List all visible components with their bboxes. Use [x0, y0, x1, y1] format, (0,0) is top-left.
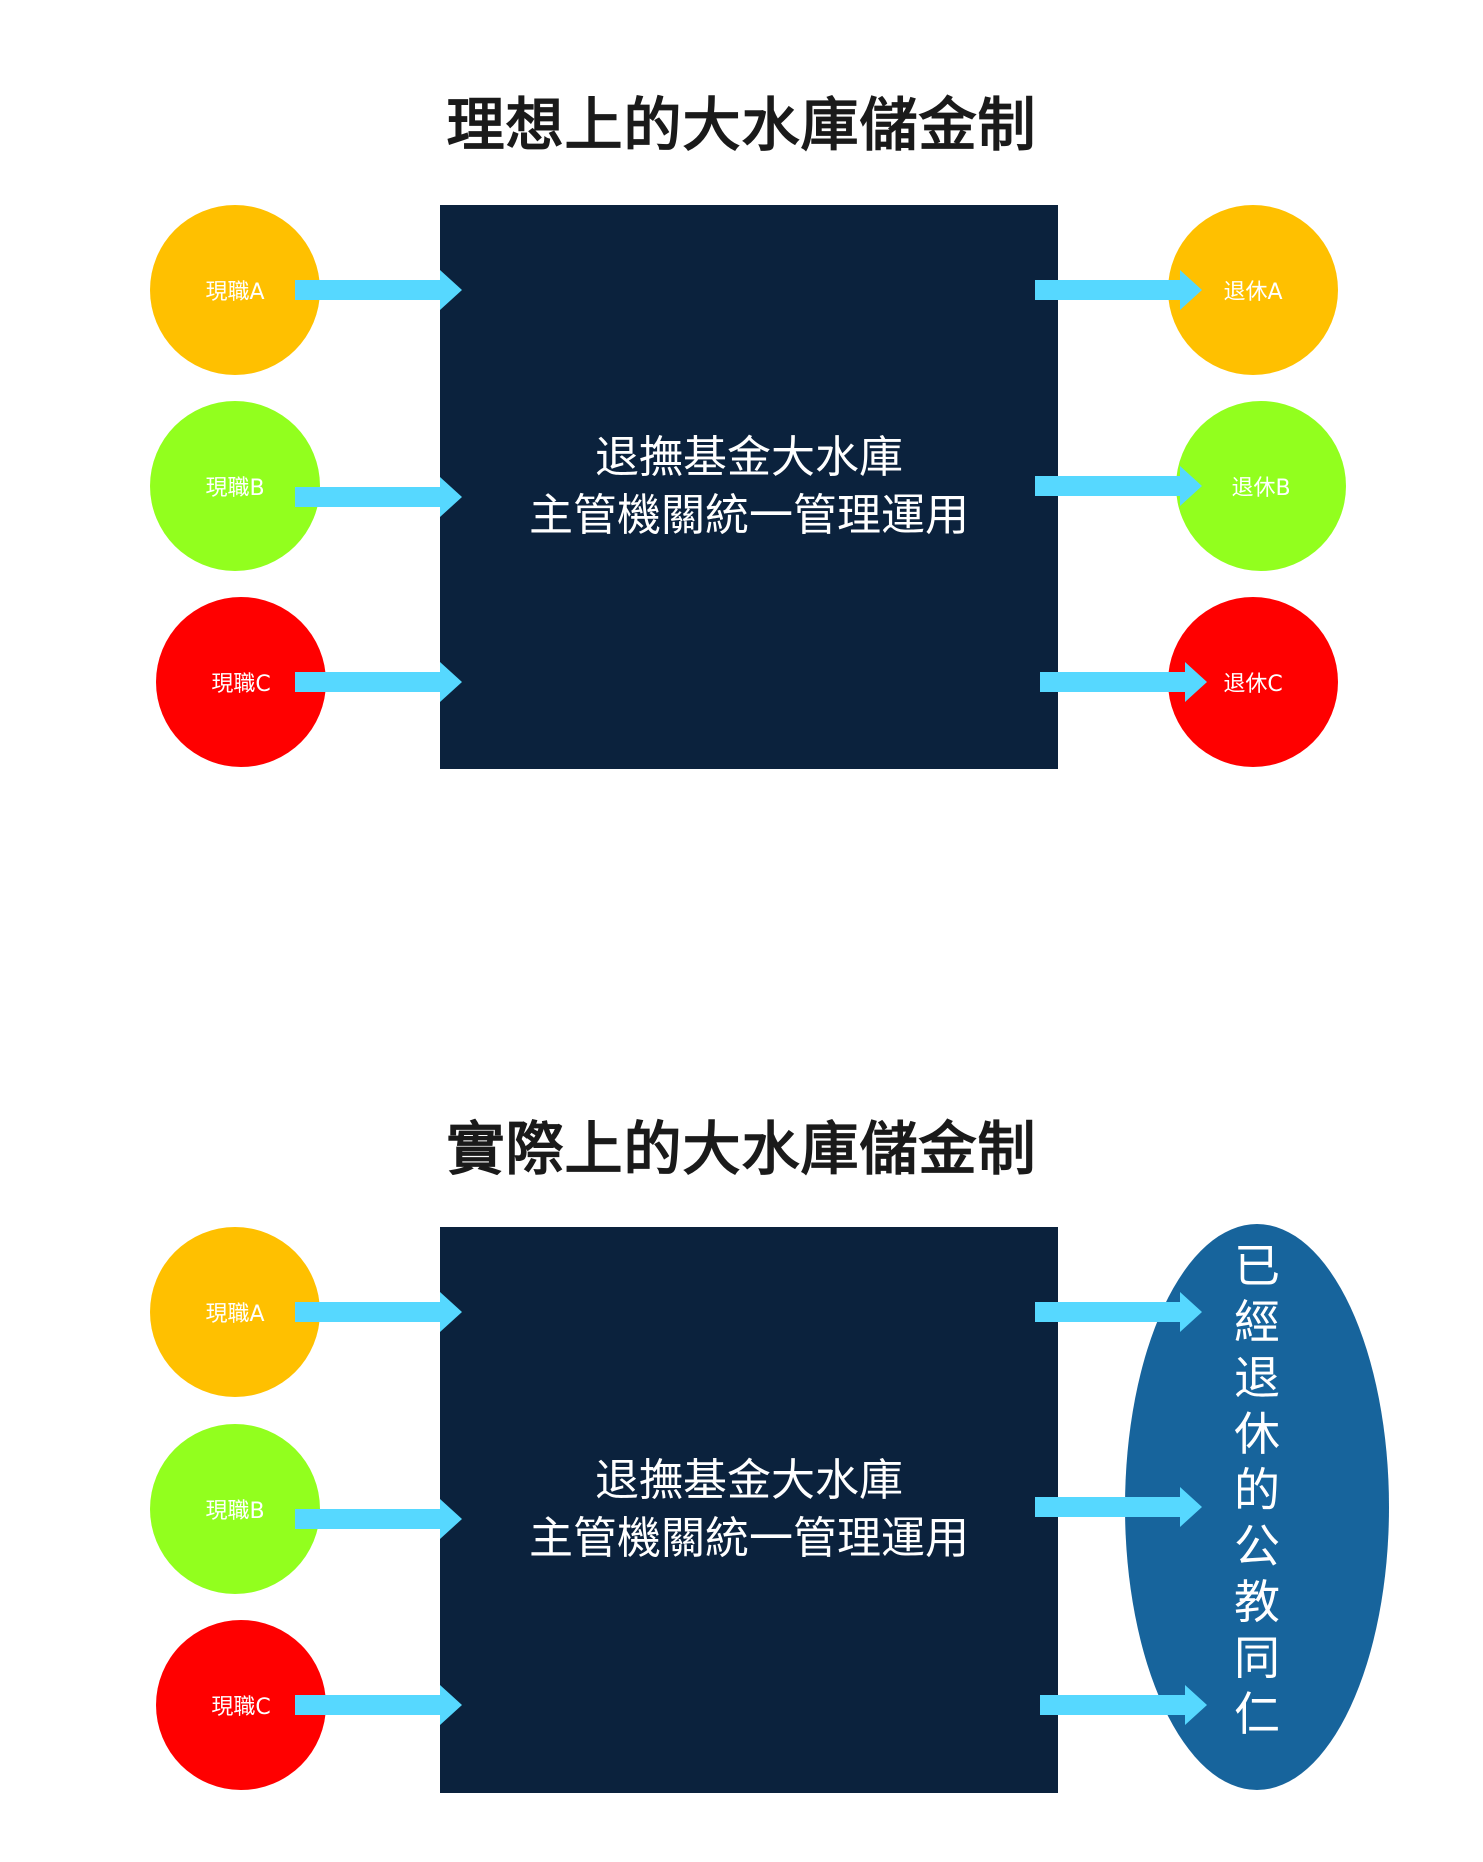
ideal-active-a-label: 現職A [205, 280, 265, 305]
retired-group-char: 休 [1234, 1407, 1280, 1461]
ideal-arrow-in-b [295, 477, 462, 517]
ideal-title: 理想上的大水庫儲金制 [446, 91, 1037, 159]
retired-group-char: 仁 [1234, 1687, 1280, 1741]
ideal-arrow-in-c [295, 662, 462, 702]
ideal-retired-a-label: 退休A [1223, 280, 1283, 305]
actual-fund-box-line2: 主管機關統一管理運用 [529, 1513, 969, 1564]
ideal-fund-box-text: 退撫基金大水庫 主管機關統一管理運用 [440, 429, 1058, 545]
ideal-arrow-in-a [295, 270, 462, 310]
actual-title: 實際上的大水庫儲金制 [446, 1115, 1037, 1183]
ideal-retired-a-circle: 退休A [1168, 205, 1338, 375]
ideal-arrow-out-a [1035, 270, 1202, 310]
ideal-active-b-label: 現職B [205, 476, 265, 501]
actual-fund-box-text: 退撫基金大水庫 主管機關統一管理運用 [440, 1452, 1058, 1568]
retired-group-char: 同 [1234, 1631, 1280, 1685]
actual-arrow-in-c [295, 1685, 462, 1725]
actual-fund-box-line1: 退撫基金大水庫 [595, 1455, 903, 1506]
actual-active-a-label: 現職A [205, 1302, 265, 1327]
actual-arrow-out-c [1040, 1685, 1207, 1725]
actual-fund-box: 退撫基金大水庫 主管機關統一管理運用 [440, 1227, 1058, 1793]
actual-retired-group-label: 已 經 退 休 的 公 教 同 仁 [1190, 1238, 1324, 1742]
actual-active-b-label: 現職B [205, 1499, 265, 1524]
retired-group-char: 教 [1234, 1575, 1280, 1629]
ideal-retired-b-label: 退休B [1231, 476, 1291, 501]
ideal-fund-box: 退撫基金大水庫 主管機關統一管理運用 [440, 205, 1058, 769]
ideal-arrow-out-c [1040, 662, 1207, 702]
actual-active-b-circle: 現職B [150, 1424, 320, 1594]
retired-group-char: 已 [1234, 1239, 1280, 1293]
actual-active-c-label: 現職C [211, 1695, 271, 1720]
actual-arrow-in-b [295, 1499, 462, 1539]
actual-active-a-circle: 現職A [150, 1227, 320, 1397]
actual-arrow-out-b [1035, 1487, 1202, 1527]
retired-group-char: 退 [1234, 1351, 1280, 1405]
ideal-retired-b-circle: 退休B [1176, 401, 1346, 571]
ideal-fund-box-line2: 主管機關統一管理運用 [529, 490, 969, 541]
retired-group-char: 的 [1234, 1463, 1280, 1517]
retired-group-char: 公 [1234, 1519, 1280, 1573]
ideal-active-b-circle: 現職B [150, 401, 320, 571]
retired-group-char: 經 [1234, 1295, 1280, 1349]
ideal-arrow-out-b [1035, 466, 1202, 506]
ideal-fund-box-line1: 退撫基金大水庫 [595, 432, 903, 483]
actual-arrow-out-a [1035, 1292, 1202, 1332]
actual-arrow-in-a [295, 1292, 462, 1332]
ideal-retired-c-label: 退休C [1223, 672, 1283, 697]
ideal-active-c-label: 現職C [211, 672, 271, 697]
ideal-active-a-circle: 現職A [150, 205, 320, 375]
